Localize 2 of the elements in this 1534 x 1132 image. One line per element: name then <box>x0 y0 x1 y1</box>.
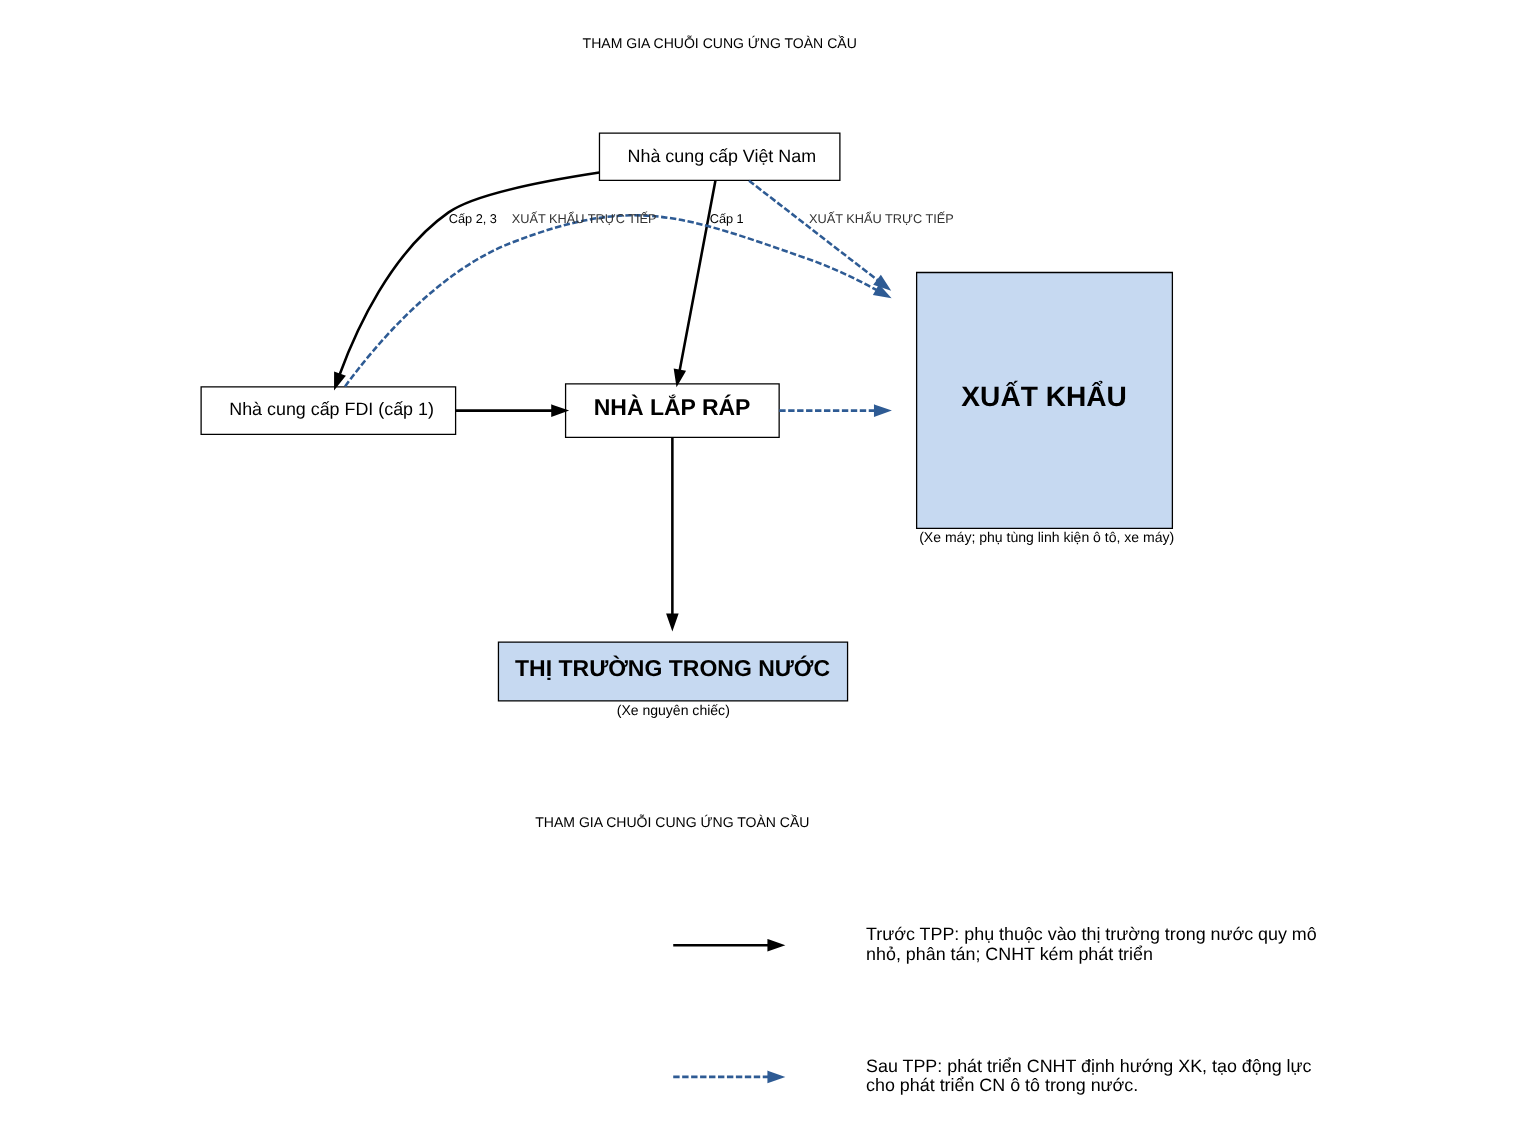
legend-label: Trước TPP: phụ thuộc vào thị trường trong nước quy mô nhỏ, phân tán; CNHT kém phát triển <box>866 924 1317 964</box>
legend-label: Sau TPP: phát triển CNHT định hướng XK, tạo động lực cho phát triển CN ô tô trong nước. <box>866 1056 1312 1096</box>
